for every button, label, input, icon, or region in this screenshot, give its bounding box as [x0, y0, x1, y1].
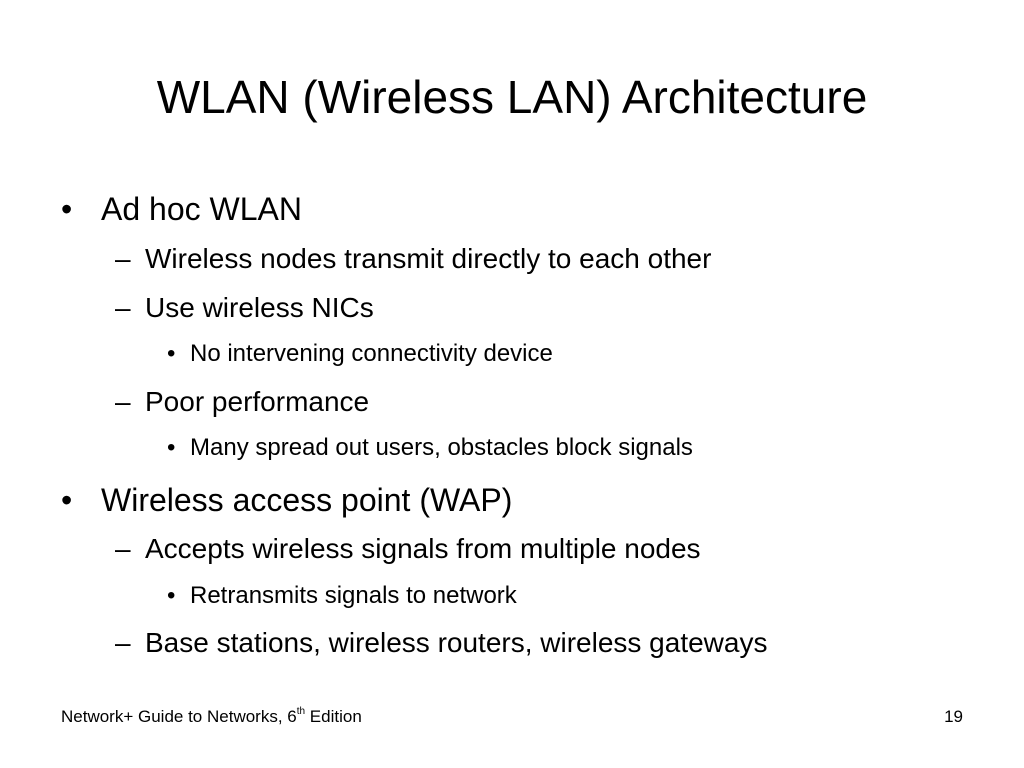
bullet-marker: •: [61, 482, 73, 518]
bullet-text: Use wireless NICs: [145, 292, 374, 323]
dash-marker: –: [115, 627, 131, 658]
dash-marker: –: [115, 533, 131, 564]
bullet-text: Ad hoc WLAN: [101, 191, 302, 227]
bullet-marker: •: [61, 191, 73, 227]
bullet-text: Base stations, wireless routers, wireles…: [145, 627, 768, 658]
dash-marker: –: [115, 386, 131, 417]
footer-book-prefix: Network+ Guide to Networks, 6: [61, 707, 297, 726]
page-number: 19: [944, 707, 963, 726]
footer-superscript: th: [296, 706, 306, 718]
footer-book-suffix: Edition: [305, 707, 362, 726]
bullet-text: Wireless access point (WAP): [101, 482, 513, 518]
bullet-marker: •: [167, 340, 176, 367]
bullet-marker: •: [167, 434, 176, 461]
footer-book-title: Network+ Guide to Networks, 6th Edition: [61, 706, 362, 728]
slide-title: WLAN (Wireless LAN) Architecture: [156, 71, 868, 123]
bullet-text: Wireless nodes transmit directly to each…: [145, 243, 712, 274]
bullet-text: No intervening connectivity device: [190, 340, 553, 367]
bullet-text: Many spread out users, obstacles block s…: [190, 434, 693, 461]
bullet-text: Accepts wireless signals from multiple n…: [145, 533, 701, 564]
bullet-marker: •: [167, 582, 176, 609]
bullet-text: Retransmits signals to network: [190, 582, 517, 609]
dash-marker: –: [115, 292, 131, 323]
bullet-text: Poor performance: [145, 386, 370, 417]
dash-marker: –: [115, 243, 131, 274]
